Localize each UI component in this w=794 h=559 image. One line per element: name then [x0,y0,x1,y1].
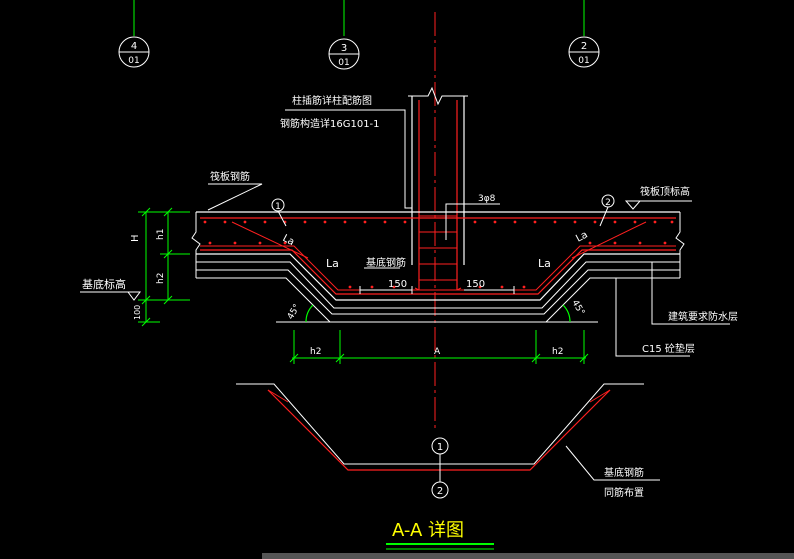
marker-2: 2 [599,194,615,227]
axis-3-number: 3 [341,43,347,54]
axis-2-sheet: 01 [578,56,589,66]
raft-top-elevation-label: 筏板顶标高 [640,185,690,198]
dim-h2-left: h2 [310,347,321,357]
dim-h2: h2 [156,273,166,284]
cushion-leader [615,278,690,357]
raft-top-elevation [624,200,692,210]
angle-left [276,304,330,323]
raft-slab-outline [191,211,685,323]
bottom-rebar-leader [565,445,660,481]
section-marker-2: 2 [431,481,449,499]
dim-100: 100 [133,305,142,320]
column-note-2: 钢筋构造详16G101-1 [280,117,380,130]
cushion-label: C15 砼垫层 [642,342,695,355]
la-right: La [538,257,551,270]
horizontal-dimensions [289,330,589,364]
la-left: La [326,257,339,270]
dim-h2-right: h2 [552,347,563,357]
raft-rebars [200,217,676,295]
axis-2-number: 2 [581,41,587,52]
column-note-leader [285,109,412,209]
waterproof-leader [651,262,730,325]
vertical-dimensions [138,207,190,327]
raft-rebar-label: 筏板钢筋 [210,170,250,183]
axis-2: 2 01 [568,0,600,68]
marker-2-text: 2 [605,198,611,208]
dim-150-left: 150 [359,279,413,294]
dim-A: A [434,347,441,357]
marker-1-text: 1 [275,202,281,212]
dim-150-right: 150 [464,279,515,294]
bottom-rebar-label-1: 基底钢筋 [604,466,644,479]
axis-3: 3 01 [328,0,360,70]
axis-3-sheet: 01 [338,58,349,68]
stirrup-leader [445,203,500,240]
base-elevation-label: 基底标高 [82,277,126,291]
base-rebar-label: 基底钢筋 [366,256,406,269]
bottom-rebar-sketch [236,383,644,471]
dim-150-right-text: 150 [466,279,485,290]
column [408,86,468,291]
angle-right-text: 45° [569,299,586,318]
column-note-1: 柱插筋详柱配筋图 [292,94,372,107]
angle-right [546,304,598,323]
waterproof-label: 建筑要求防水层 [668,310,738,323]
la-right-diag: La [574,229,589,244]
la-left-diag: La [281,233,296,248]
bottom-rebar-label-2: 同筋布置 [604,486,644,499]
raft-rebar-leader [207,183,263,211]
axis-4: 4 01 [118,0,150,68]
dim-h1: h1 [156,229,166,240]
axis-4-sheet: 01 [128,56,139,66]
dim-150-left-text: 150 [388,279,407,290]
section-marker-2-text: 2 [437,486,443,497]
marker-1: 1 [271,198,287,227]
dim-H: H [130,234,141,242]
stirrup-label: 3φ8 [478,194,496,204]
angle-left-text: 45° [286,303,303,322]
base-elevation [80,291,141,301]
axis-4-number: 4 [131,41,137,52]
section-marker-1-text: 1 [437,442,443,453]
bottom-scroll-strip [262,553,794,559]
drawing-title: A-A 详图 [392,520,464,541]
section-marker-1: 1 [431,437,449,455]
